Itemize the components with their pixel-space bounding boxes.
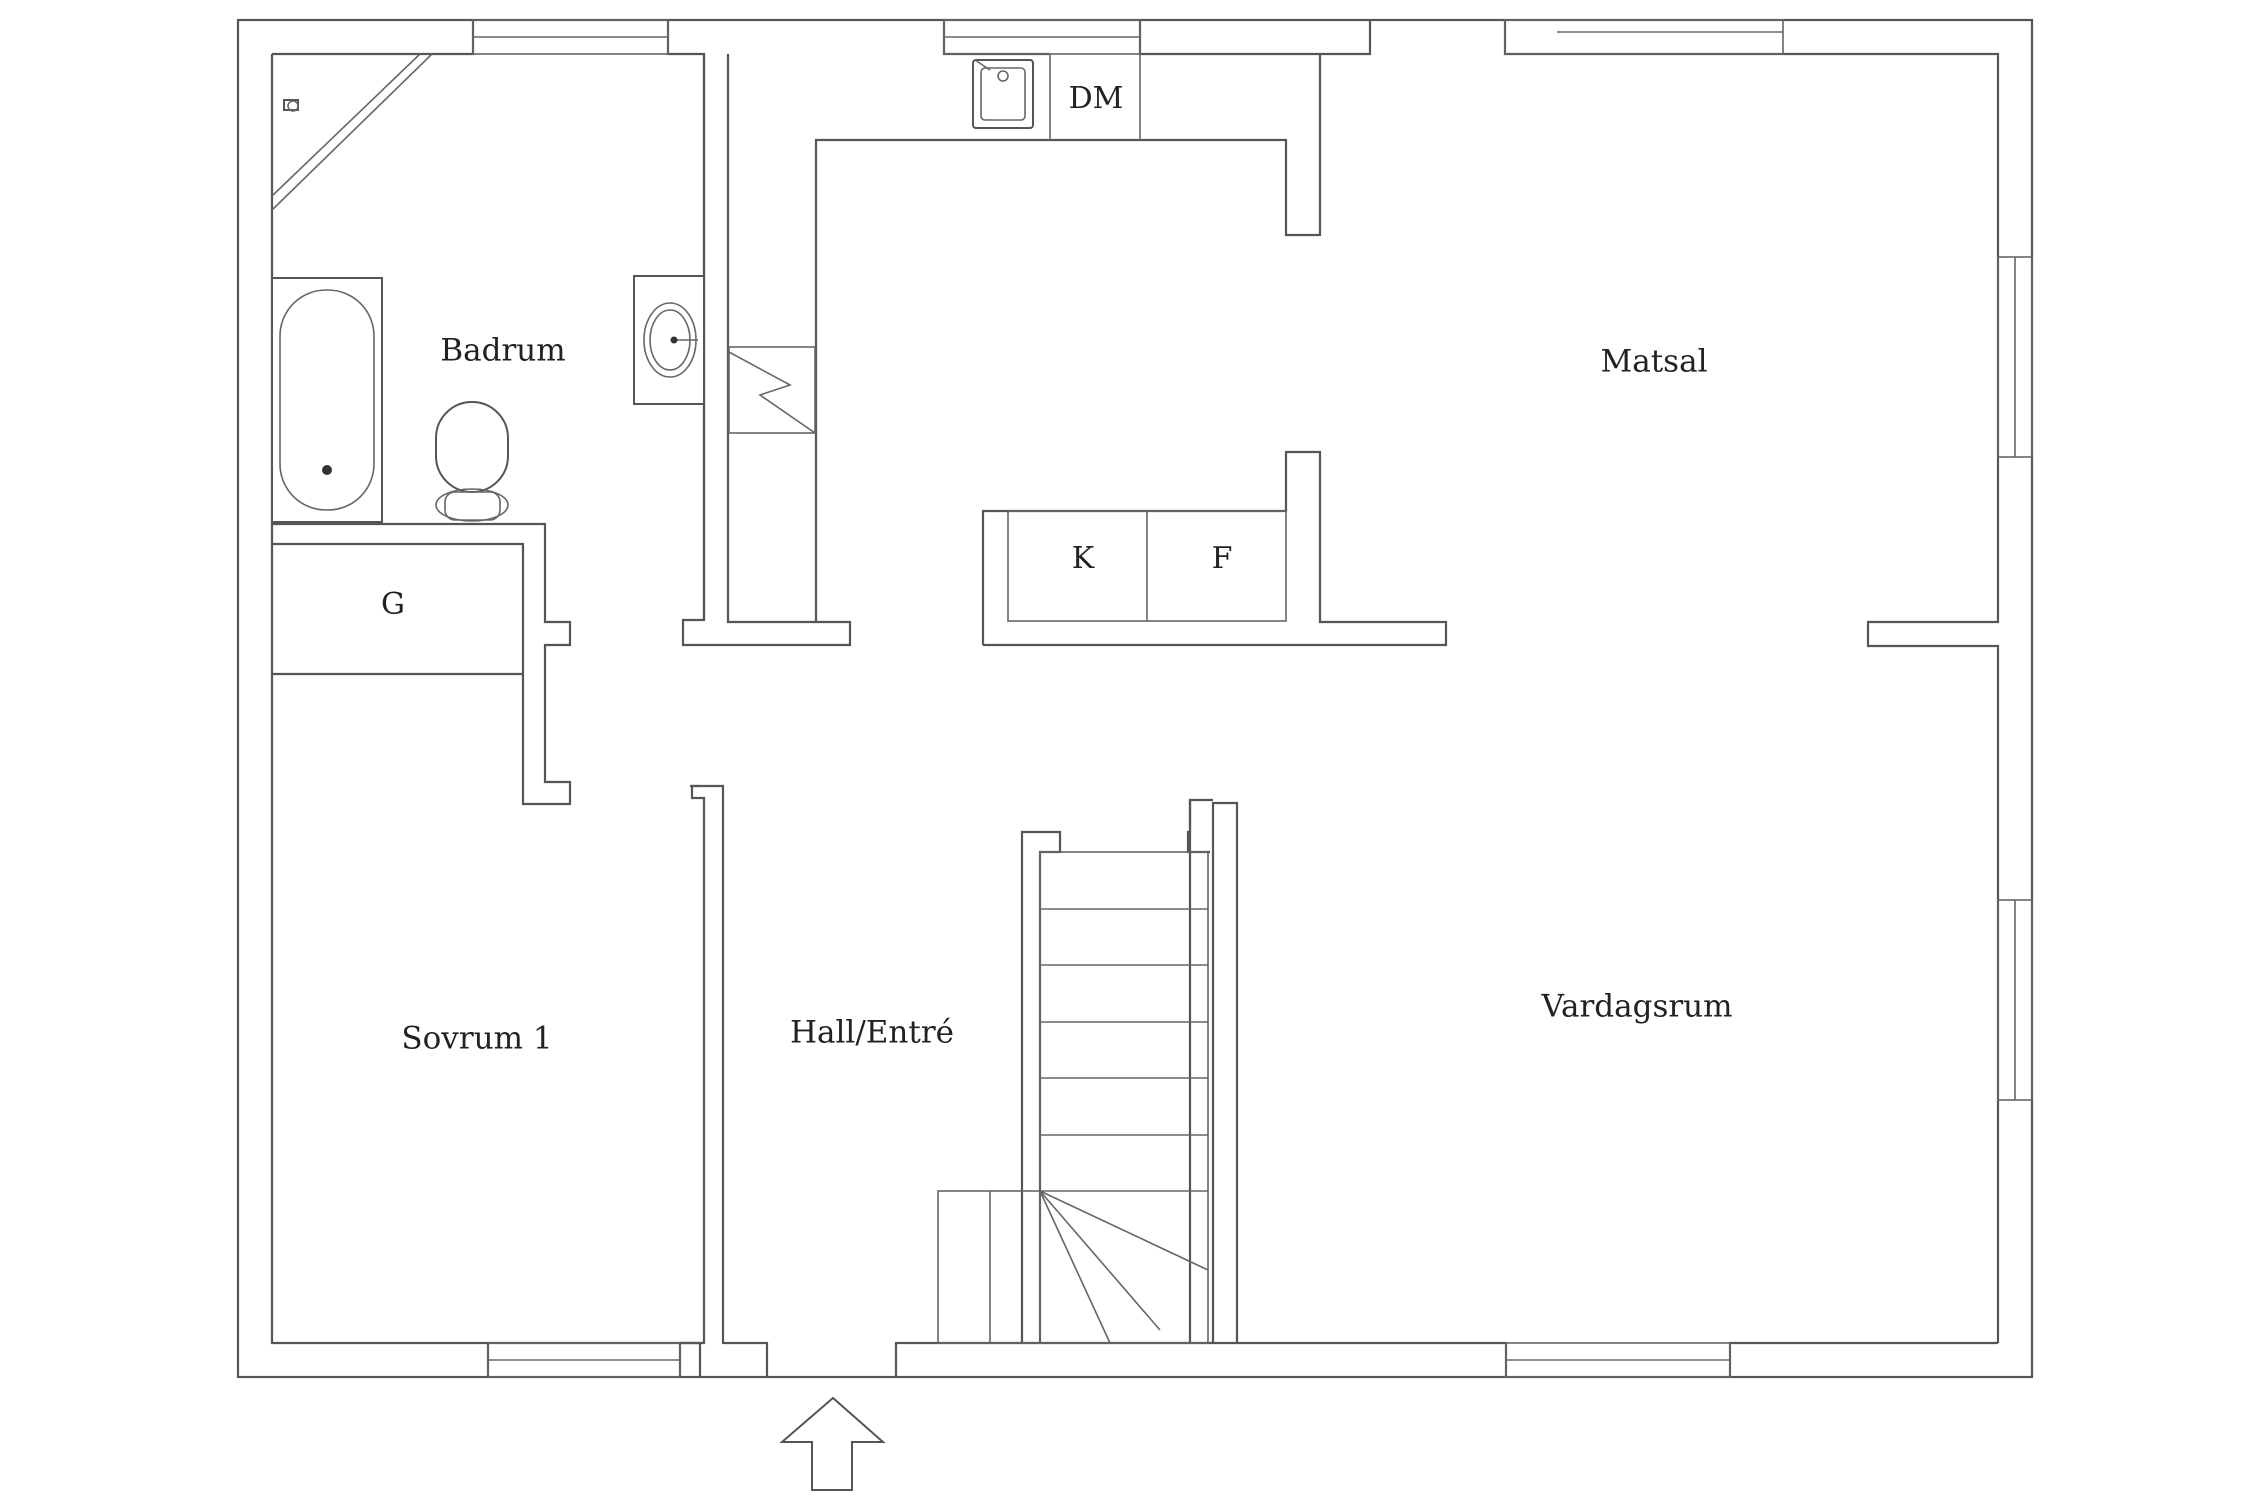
bathtub-icon <box>271 277 383 523</box>
washbasin-icon <box>633 275 705 405</box>
kitchen-sink-icon <box>972 59 1034 129</box>
outer-walls <box>236 18 2034 1379</box>
fridge-label: K <box>1072 541 1095 576</box>
windows <box>472 19 2033 1378</box>
room-label-badrum: Badrum <box>440 333 565 369</box>
chimney-icon <box>728 346 816 434</box>
shower-icon <box>271 53 433 211</box>
toilet-icon <box>435 401 509 522</box>
dishwasher-label: DM <box>1069 81 1124 116</box>
stairs-icon <box>937 798 1213 1344</box>
room-label-sovrum: Sovrum 1 <box>401 1021 552 1057</box>
fridge-freezer <box>1007 510 1287 622</box>
room-label-vardagsrum: Vardagsrum <box>1540 989 1732 1025</box>
room-label-hall: Hall/Entré <box>790 1015 954 1051</box>
freezer-label: F <box>1212 541 1233 576</box>
room-label-matsal: Matsal <box>1601 344 1708 380</box>
cupboard-label: G <box>381 587 405 622</box>
entrance-arrow-icon <box>779 1396 886 1491</box>
kitchen-counter <box>1049 54 1141 140</box>
